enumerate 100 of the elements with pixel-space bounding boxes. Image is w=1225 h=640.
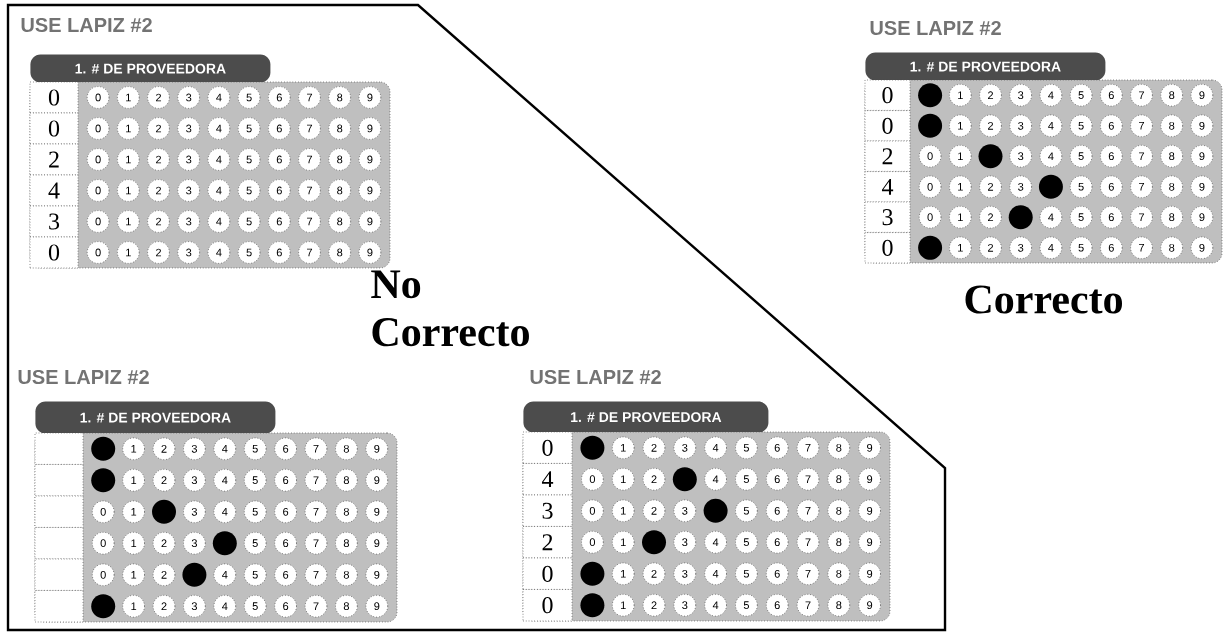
answer-bubble: 0 [91,531,115,555]
answer-bubble: 4 [704,593,727,617]
answer-bubble: 3 [673,562,697,586]
answer-bubble: 7 [1130,205,1153,229]
answer-bubble: 3 [1009,114,1032,138]
answer-bubble: 1 [611,562,635,586]
answer-bubble: 0 [86,210,110,233]
answer-bubble: 8 [1160,83,1183,107]
answer-bubble: 4 [1039,205,1063,229]
answer-bubble: 9 [358,241,382,264]
answer-bubble: 7 [304,563,328,587]
answer-bubble: 6 [1100,236,1123,260]
answer-bubble: 3 [673,530,697,554]
answer-bubble: 0 [86,241,110,264]
answer-bubble: 8 [1160,144,1183,168]
answer-bubble: 1 [949,83,972,107]
answer-bubble: 9 [365,563,389,587]
tab-label: 1. # DE PROVEEDORA [35,401,276,434]
answer-bubble: 0 [91,500,115,524]
header-text: USE LAPIZ #2 [870,20,1001,36]
answer-bubble: 6 [765,593,789,617]
answer-bubble: 3 [673,499,697,523]
tab-label: 1. # DE PROVEEDORA [865,52,1106,81]
answer-bubble: 1 [611,499,635,523]
answer-bubble: 4 [207,241,231,264]
answer-bubble: 2 [152,594,176,618]
answer-bubble: 4 [207,179,231,202]
answer-bubble: 1 [949,236,972,260]
answer-bubble: 2 [147,210,170,233]
answer-bubble: 7 [298,148,321,171]
answer-bubble: 6 [765,499,789,523]
answer-bubble: 8 [1160,205,1183,229]
answer-bubble: 1 [122,437,145,461]
answer-bubble: 6 [274,500,297,524]
answer-bubble: 4 [213,594,237,618]
answer-bubble: 2 [147,179,170,202]
answer-bubble: 7 [796,530,820,554]
answer-bubble: 9 [1190,236,1214,260]
answer-bubble: 6 [765,530,789,554]
answer-bubble: 2 [979,205,1002,229]
filled-bubble [918,113,943,138]
answer-bubble: 9 [1190,175,1214,199]
answer-bubble: 6 [268,241,291,264]
digit-cell: 2 [864,140,911,172]
filled-bubble [91,468,116,493]
answer-bubble: 9 [358,117,382,140]
answer-bubble: 9 [858,593,881,617]
answer-bubble: 2 [147,117,170,140]
answer-bubble: 7 [1130,144,1153,168]
answer-bubble: 8 [335,563,358,587]
answer-bubble: 5 [735,436,758,460]
answer-bubble: 0 [918,175,942,199]
answer-bubble: 7 [304,594,328,618]
answer-bubble: 6 [274,594,297,618]
answer-bubble: 4 [704,530,727,554]
answer-bubble: 5 [1069,83,1093,107]
header-text: USE LAPIZ #2 [18,369,149,385]
filled-bubble [918,235,943,260]
answer-bubble: 0 [86,86,110,109]
answer-bubble: 4 [213,563,237,587]
answer-bubble: 9 [858,562,881,586]
answer-bubble: 6 [765,562,789,586]
answer-bubble: 6 [268,179,291,202]
answer-bubble: 4 [1039,144,1063,168]
answer-bubble: 3 [183,594,206,618]
answer-bubble: 7 [304,468,328,492]
answer-bubble: 1 [117,241,140,264]
filled-bubble [918,83,943,108]
answer-bubble: 4 [207,117,231,140]
answer-bubble: 6 [1100,144,1123,168]
answer-bubble: 2 [152,437,176,461]
answer-bubble: 4 [704,467,727,491]
answer-bubble: 5 [243,468,267,492]
filled-bubble [672,467,697,492]
answer-bubble: 4 [1039,114,1063,138]
digit-cell: 3 [864,201,911,233]
answer-bubble: 8 [827,467,851,491]
answer-bubble: 5 [237,117,261,140]
answer-bubble: 5 [243,594,267,618]
answer-bubble: 1 [949,114,972,138]
answer-bubble: 1 [122,468,145,492]
answer-bubble: 6 [274,468,297,492]
answer-bubble: 4 [1039,236,1063,260]
answer-bubble: 3 [673,436,697,460]
answer-bubble: 9 [358,210,382,233]
answer-bubble: 8 [827,436,851,460]
answer-bubble: 1 [117,117,140,140]
answer-bubble: 4 [704,436,727,460]
digit-cell: 0 [29,81,79,114]
filled-bubble [91,436,116,461]
answer-bubble: 6 [1100,205,1123,229]
filled-bubble [152,499,176,524]
caption-text: Correcto [965,285,1122,314]
heading-text: No Correcto [371,270,529,347]
answer-bubble: 9 [858,467,881,491]
answer-bubble: 3 [183,500,206,524]
answer-bubble: 2 [147,86,170,109]
answer-bubble: 7 [298,179,321,202]
answer-bubble: 2 [152,468,176,492]
answer-bubble: 7 [298,117,321,140]
